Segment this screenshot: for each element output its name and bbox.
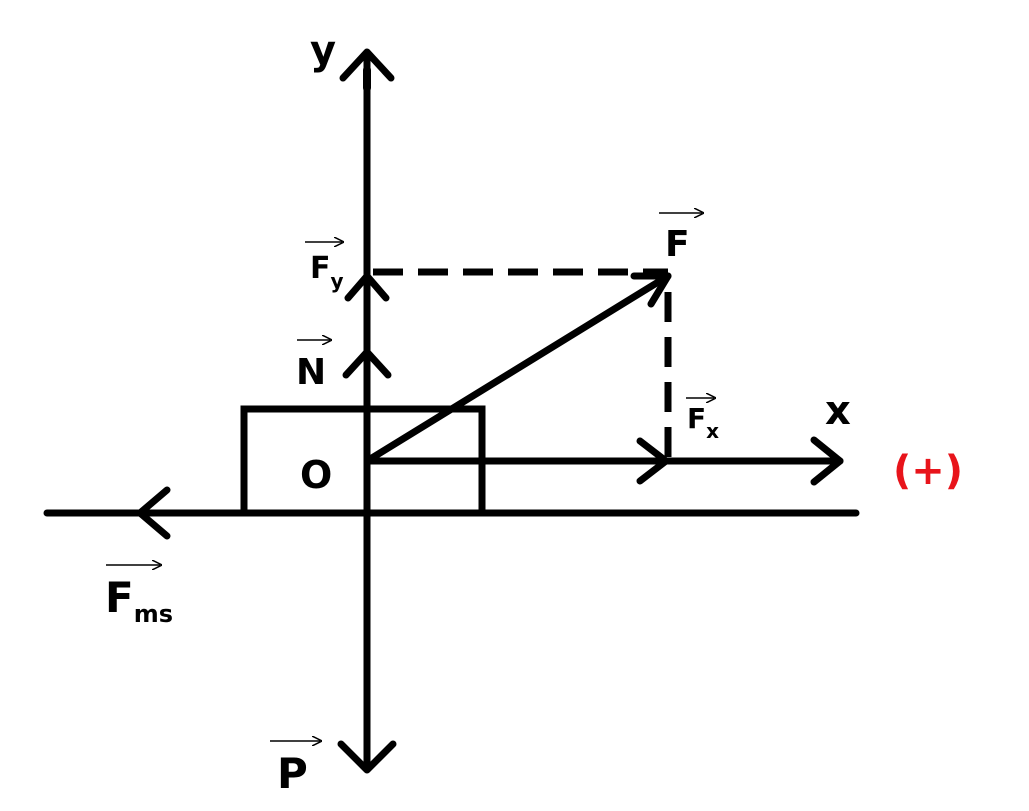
force-f-line — [363, 272, 672, 465]
force-fy-label: Fy — [310, 251, 344, 293]
friction-label: Fms — [105, 573, 173, 628]
normal-force-label: N — [296, 352, 326, 393]
force-f-label: F — [665, 224, 690, 265]
fy-arrowhead — [344, 272, 390, 302]
x-axis-label: x — [825, 388, 851, 434]
force-f-arrowhead — [630, 272, 672, 308]
fx-arrowhead — [636, 437, 670, 485]
y-axis-label: y — [310, 28, 336, 74]
origin-label: O — [300, 453, 332, 497]
weight-arrowhead — [337, 740, 397, 774]
normal-force-arrowhead — [342, 348, 392, 379]
x-axis-arrowhead — [810, 436, 844, 486]
friction-arrowhead — [136, 486, 171, 540]
force-fx-label: Fx — [687, 402, 719, 443]
y-axis-arrowhead — [339, 48, 395, 82]
weight-label: P — [277, 749, 308, 798]
positive-direction-label: (+) — [893, 448, 963, 494]
